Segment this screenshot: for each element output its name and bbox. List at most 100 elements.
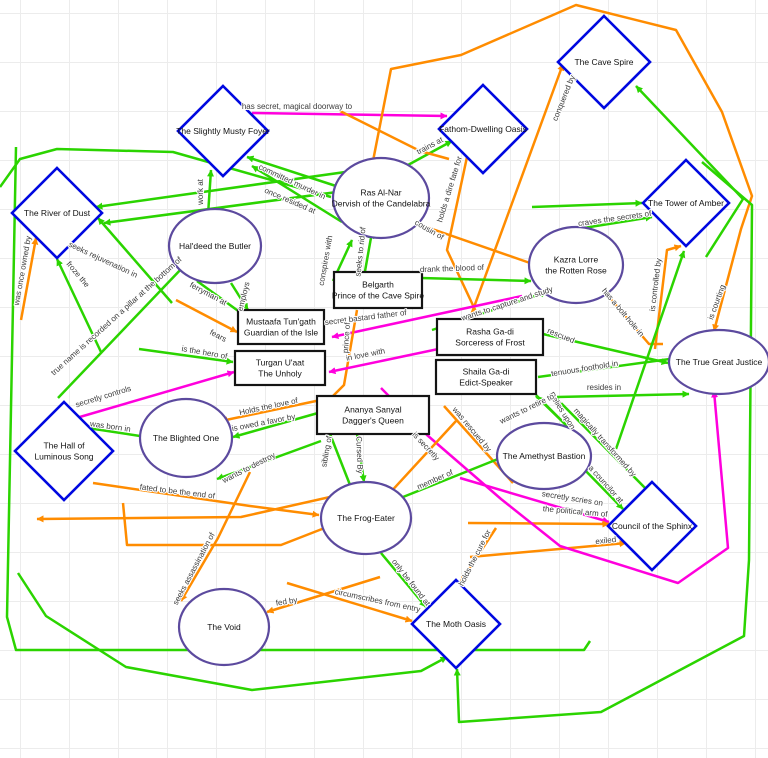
- edge-ferryman-at[interactable]: [196, 279, 242, 315]
- edge-label-tenuous-foothold-in: tenuous foothold in: [551, 359, 619, 378]
- node-council-of-the-sphinx[interactable]: Council of the Sphinx: [606, 480, 698, 572]
- edge-holds-a-dire-fate-for[interactable]: [445, 156, 480, 317]
- edge-is-owed-a-favor-by[interactable]: [232, 411, 319, 439]
- node-haldeed-the-butler[interactable]: Hal'deed the Butler: [167, 207, 263, 285]
- edge-work-at[interactable]: [206, 169, 215, 216]
- node-label: The Blighted One: [153, 433, 219, 443]
- edge-link-56[interactable]: [635, 85, 745, 258]
- rect-shape: [434, 358, 538, 396]
- edge-label-conspires-with: conspires with: [317, 235, 335, 286]
- ellipse-shape: [138, 397, 234, 479]
- node-label: The True Great Justice: [676, 357, 763, 367]
- node-the-blighted-one[interactable]: The Blighted One: [138, 397, 234, 479]
- node-label: Edict-Speaker: [459, 378, 513, 388]
- edge-is-courting[interactable]: [371, 3, 754, 332]
- edge-was-once-owned-by[interactable]: [19, 237, 39, 321]
- edge-true-name-is-recorded-on-a-pillar-at-the-bottom-of[interactable]: [57, 265, 185, 399]
- node-the-moth-oasis[interactable]: The Moth Oasis: [410, 578, 502, 670]
- node-label: Ananya Sanyal: [344, 405, 401, 415]
- edge-secretly-controls[interactable]: [65, 370, 235, 423]
- node-the-void[interactable]: The Void: [177, 587, 271, 667]
- edge-link-57[interactable]: [531, 199, 643, 209]
- edge-wants-to-retire-to[interactable]: [535, 395, 569, 428]
- edge-exiled[interactable]: [469, 540, 627, 559]
- node-the-amethyst-bastion[interactable]: The Amethyst Bastion: [495, 421, 593, 491]
- edge-link-58[interactable]: [614, 250, 686, 450]
- edge-conquered-by[interactable]: [468, 63, 565, 319]
- edge-the-political-arm-of[interactable]: [467, 520, 610, 528]
- node-label: Dagger's Queen: [342, 416, 404, 426]
- edge-link-55[interactable]: [453, 161, 754, 724]
- edge-label-fated-to-be-the-end-of: fated to be the end of: [139, 482, 216, 500]
- node-label: The River of Dust: [24, 208, 91, 218]
- edge-label-conquered-by: conquered by: [550, 74, 577, 122]
- edge-tenuous-foothold-in[interactable]: [537, 357, 671, 379]
- node-the-slightly-musty-foyer[interactable]: The Slightly Musty Foyer: [176, 84, 270, 178]
- edge-link-54[interactable]: [16, 572, 448, 692]
- edge-label-resides-in: resides in: [587, 383, 621, 392]
- node-label: Council of the Sphinx: [612, 521, 693, 531]
- edge-cursed-by[interactable]: [355, 433, 367, 483]
- edge-label-cursed-by: Cursed By: [354, 436, 364, 474]
- edge-once-resided-at[interactable]: [251, 164, 343, 224]
- edge-is-controlled-by[interactable]: [653, 244, 682, 350]
- edge-fated-to-be-the-end-of[interactable]: [92, 481, 320, 518]
- rect-shape: [332, 270, 424, 310]
- edge-link-53[interactable]: [5, 146, 592, 652]
- ellipse-shape: [319, 480, 413, 556]
- edge-label-true-name-is-recorded-on-a-pillar-at-the-bottom-of: true name is recorded on a pillar at the…: [49, 255, 184, 378]
- rect-shape: [315, 394, 431, 436]
- edge-label-secretly-controls: secretly controls: [74, 384, 132, 410]
- node-the-tower-of-amber[interactable]: The Tower of Amber: [641, 158, 731, 248]
- edge-circumscribes-from-entry[interactable]: [286, 581, 413, 623]
- edge-magically-transformed-by[interactable]: [556, 398, 651, 494]
- edge-wants-to-destroy[interactable]: [216, 439, 322, 481]
- edge-froze-the[interactable]: [55, 258, 103, 353]
- node-the-river-of-dust[interactable]: The River of Dust: [10, 166, 104, 260]
- node-label: Guardian of the Isle: [244, 328, 318, 338]
- node-fathom-dwelling-oasis[interactable]: Fathom-Dwelling Oasis: [437, 83, 529, 175]
- edge-member-of[interactable]: [402, 457, 499, 499]
- edge-employs[interactable]: [229, 282, 250, 311]
- edge-label-fears: fears: [208, 328, 228, 344]
- edge-label-wants-to-destroy: wants to destroy: [220, 451, 277, 486]
- edge-prince-of[interactable]: [330, 309, 359, 399]
- node-the-frog-eater[interactable]: The Frog-Eater: [319, 480, 413, 556]
- node-label: Shaila Ga-di: [463, 367, 510, 377]
- edge-link-61[interactable]: [339, 109, 450, 161]
- edge-label-drank-the-blood-of: drank the blood of: [420, 263, 485, 274]
- edge-has-a-bolt-hole-in[interactable]: [603, 290, 663, 346]
- node-label: The Amethyst Bastion: [503, 451, 586, 461]
- edge-holds-the-cure-for[interactable]: [459, 527, 498, 582]
- edge-link-63[interactable]: [95, 165, 382, 210]
- edge-resides-in[interactable]: [556, 390, 690, 399]
- edge-label-craves-the-secrets-of: craves the secrets of: [577, 209, 652, 228]
- node-the-cave-spire[interactable]: The Cave Spire: [556, 14, 652, 110]
- edge-fears[interactable]: [175, 298, 238, 334]
- diamond-shape: [556, 14, 652, 110]
- node-label: Kazra Lorre: [554, 255, 599, 265]
- edge-link-59[interactable]: [36, 486, 371, 523]
- edge-committed-murder-in[interactable]: [246, 155, 337, 188]
- edge-only-be-found-at[interactable]: [380, 552, 427, 608]
- edge-label-has-secret-magical-doorway-to: has secret, magical doorway to: [242, 102, 353, 111]
- node-the-true-great-justice[interactable]: The True Great Justice: [667, 328, 768, 396]
- edge-secret-bastard-father-of[interactable]: [331, 294, 523, 340]
- edge-sibling-of[interactable]: [328, 433, 354, 491]
- edge-seeks-assassination-of[interactable]: [179, 471, 252, 602]
- edge-is-the-hero-of[interactable]: [138, 347, 234, 365]
- edge-link-60[interactable]: [121, 420, 457, 547]
- edge-seeks-rejuvenation-in[interactable]: [97, 217, 173, 304]
- edge-drank-the-blood-of[interactable]: [420, 276, 532, 285]
- node-label: Hal'deed the Butler: [179, 241, 251, 251]
- edge-cousin-of[interactable]: [411, 220, 531, 265]
